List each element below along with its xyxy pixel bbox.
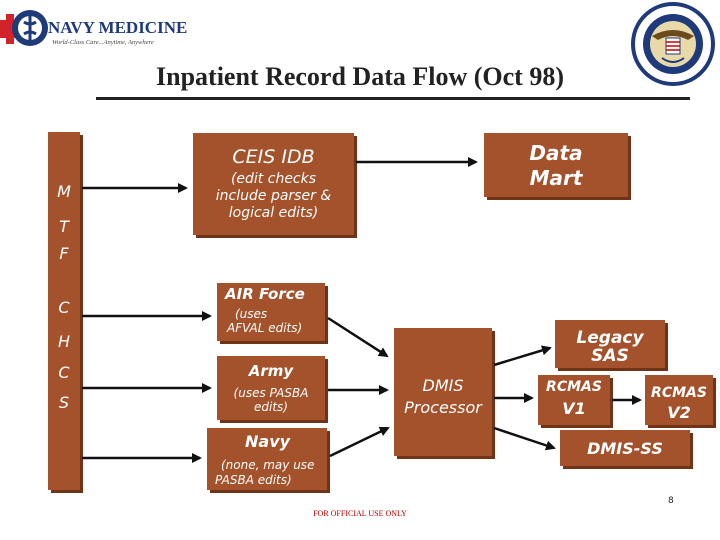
mtf-chcs-box: M T F C H C S	[48, 132, 80, 490]
sidebar-letter-c2: C	[58, 363, 70, 382]
sidebar-letter-m: M	[57, 182, 71, 201]
rcmas-v2-line-2: V2	[667, 403, 691, 422]
dmis-ss-box: DMIS-SS	[560, 430, 690, 466]
rcmas-v2-line-1: RCMAS	[651, 385, 707, 401]
dmis-ss-label: DMIS-SS	[587, 439, 663, 458]
rcmas-v1-box: RCMAS V1	[538, 375, 610, 425]
ceis-idb-title: CEIS IDB	[232, 146, 315, 168]
dmis-processor-line-2: Processor	[404, 398, 482, 417]
logo-title: NAVY MEDICINE	[48, 18, 188, 37]
army-title: Army	[248, 362, 294, 380]
classification-footer: FOR OFFICIAL USE ONLY	[313, 509, 407, 518]
page-number: 8	[668, 496, 674, 506]
navy-medicine-emblem-icon	[0, 10, 48, 46]
rcmas-v1-line-2: V1	[562, 399, 586, 418]
navy-box: Navy (none, may use PASBA edits)	[207, 428, 327, 490]
navy-medicine-logo: NAVY MEDICINE World-Class Care...Anytime…	[0, 4, 187, 56]
air-force-box: AIR Force (uses AFVAL edits)	[217, 283, 325, 341]
dmis-processor-box: DMIS Processor	[394, 328, 492, 456]
ceis-idb-box: CEIS IDB (edit checks include parser & l…	[193, 133, 354, 235]
army-note-1: (uses PASBA	[233, 386, 309, 400]
arrow-dmis-to-legacy	[493, 345, 552, 367]
ceis-idb-note-2: include parser &	[215, 188, 332, 204]
army-note-2: edits)	[254, 400, 288, 414]
title-divider	[96, 97, 690, 100]
navy-note-1: (none, may use	[221, 458, 315, 472]
data-mart-line-1: Data	[529, 141, 583, 165]
rcmas-v1-line-1: RCMAS	[546, 379, 602, 395]
data-mart-line-2: Mart	[529, 166, 583, 190]
slide-title: Inpatient Record Data Flow (Oct 98)	[156, 62, 564, 91]
rcmas-v2-box: RCMAS V2	[645, 375, 713, 425]
data-mart-box: Data Mart	[484, 133, 628, 197]
air-force-title: AIR Force	[225, 285, 305, 303]
logo-tagline: World-Class Care...Anytime, Anywhere	[52, 39, 154, 46]
ceis-idb-note-1: (edit checks	[230, 171, 317, 187]
dmis-processor-line-1: DMIS	[422, 376, 464, 395]
sidebar-letter-t: T	[59, 217, 69, 236]
sidebar-letter-c: C	[58, 298, 70, 317]
navy-note-2: PASBA edits)	[215, 473, 292, 487]
air-force-note-1: (uses	[235, 307, 268, 321]
navy-seal-icon	[631, 2, 715, 86]
legacy-sas-line-1: Legacy	[576, 328, 644, 348]
arrow-airforce-to-dmis	[327, 316, 389, 358]
ceis-idb-note-3: logical edits)	[228, 205, 319, 221]
sidebar-letter-h: H	[57, 332, 71, 351]
air-force-note-2: AFVAL edits)	[227, 321, 303, 335]
navy-title: Navy	[245, 432, 291, 451]
sidebar-letter-f: F	[59, 244, 69, 263]
army-box: Army (uses PASBA edits)	[217, 356, 325, 420]
arrow-navy-to-dmis	[329, 426, 390, 458]
sidebar-letter-s: S	[58, 393, 70, 412]
legacy-sas-box: Legacy SAS	[555, 320, 665, 368]
arrow-dmis-to-dmisss	[493, 426, 556, 451]
legacy-sas-line-2: SAS	[591, 346, 629, 366]
